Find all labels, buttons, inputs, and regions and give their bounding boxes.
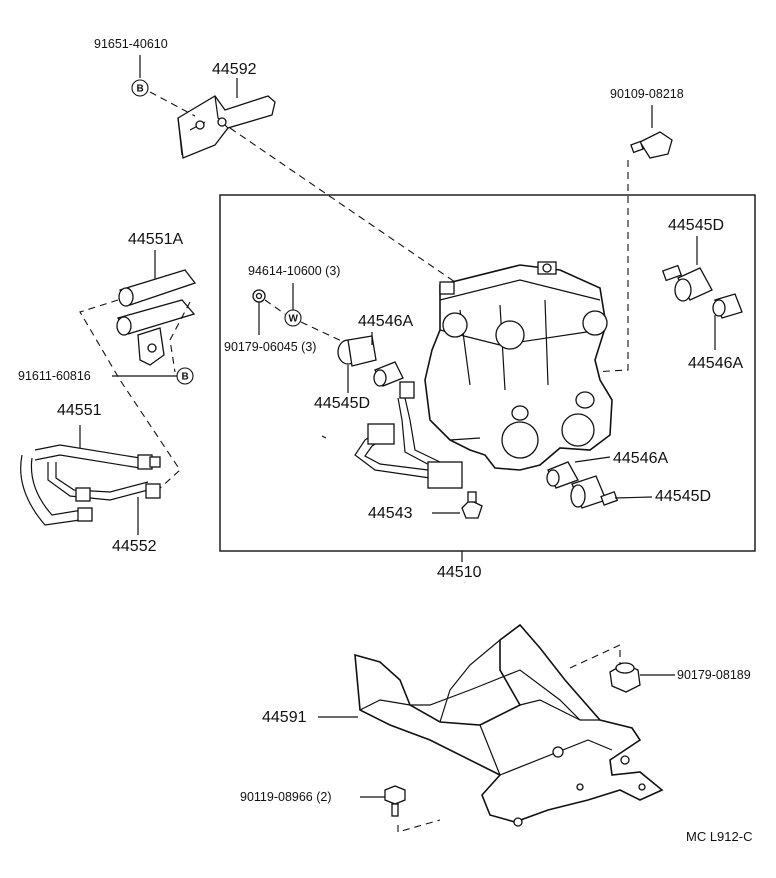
w-symbol: W	[289, 314, 299, 325]
part-label-91611-60816: 91611-60816	[18, 369, 91, 383]
part-label-44546A-right: 44546A	[688, 355, 744, 372]
pipe-44552	[47, 462, 161, 522]
bolt-90119-08966	[384, 785, 406, 817]
part-label-44510: 44510	[437, 564, 482, 581]
part-label-90109-08218: 90109-08218	[610, 87, 684, 101]
b-symbol: B	[137, 84, 144, 95]
part-label-44592: 44592	[212, 61, 257, 78]
b-mark-mid: B	[176, 367, 194, 385]
actuator-body	[424, 261, 613, 471]
part-label-94614-10600: 94614-10600 (3)	[248, 264, 341, 278]
part-label-90179-08189: 90179-08189	[677, 668, 751, 682]
part-label-44591: 44591	[262, 709, 307, 726]
cap-44546A-lower	[546, 461, 579, 489]
part-label-44545D-lower: 44545D	[655, 488, 712, 505]
nut-90179-06045	[252, 289, 266, 303]
clamp-44551A	[116, 269, 197, 366]
b-mark-top: B	[131, 79, 149, 97]
part-label-44546A-lower: 44546A	[613, 450, 669, 467]
cap-44546A-right	[712, 293, 743, 319]
part-label-90179-06045: 90179-06045 (3)	[224, 340, 317, 354]
damper-44545D-left	[337, 335, 377, 367]
part-label-44543: 44543	[368, 505, 413, 522]
bracket-44592	[177, 95, 276, 159]
part-label-44551A: 44551A	[128, 231, 184, 248]
part-label-44551: 44551	[57, 402, 102, 419]
damper-44545D-lower	[570, 475, 619, 509]
part-label-44552: 44552	[112, 538, 157, 555]
part-label-44545D-right: 44545D	[668, 217, 725, 234]
sensor-90109-08218	[630, 131, 673, 159]
pipe-44551	[20, 444, 161, 526]
assembly-frame	[219, 194, 756, 552]
part-label-44545D-left: 44545D	[314, 395, 371, 412]
wire-harness	[354, 381, 463, 489]
diagram-code: MC L912-C	[686, 829, 753, 844]
b-symbol: B	[182, 372, 189, 383]
nut-90179-08189	[609, 662, 641, 693]
part-label-44546A-left: 44546A	[358, 313, 414, 330]
cap-44546A-left	[373, 361, 404, 387]
part-label-90119-08966: 90119-08966 (2)	[240, 790, 332, 804]
damper-44545D-right	[661, 264, 713, 302]
w-mark: W	[284, 309, 302, 327]
plug-44543	[461, 491, 483, 519]
bracket-44591	[354, 623, 664, 827]
part-label-91651-40610: 91651-40610	[94, 37, 168, 51]
